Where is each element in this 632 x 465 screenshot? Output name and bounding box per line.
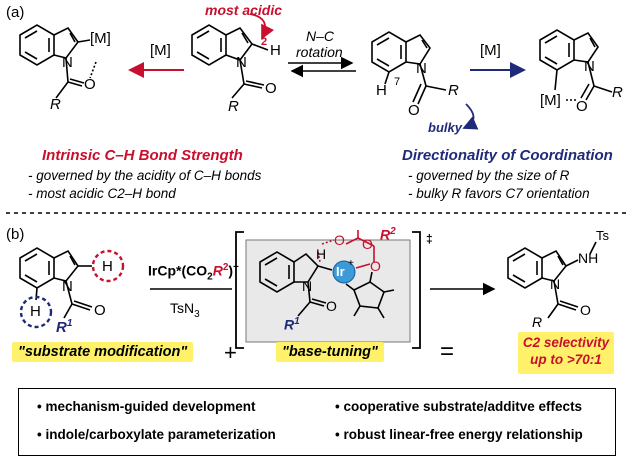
summary-item-1: • mechanism-guided development [37, 399, 256, 414]
substrate-r1: R1 [56, 318, 73, 336]
c2-h-highlight-circle [91, 249, 125, 283]
product-n: N [550, 276, 561, 292]
atom-r-rotated: R [448, 82, 459, 99]
ts-h: H [316, 246, 327, 262]
ts-ir: Ir [336, 264, 345, 279]
panel-b-label: (b) [6, 226, 25, 243]
atom-n-left: N [62, 54, 73, 71]
selectivity-line2: up to >70:1 [530, 352, 602, 367]
panel-a-label: (a) [6, 4, 25, 21]
right-bullet-1: - governed by the size of R [408, 168, 570, 183]
substrate-o: O [94, 302, 106, 319]
atom-m-left: [M] [90, 30, 111, 47]
catalyst-label: IrCp*(CO2R2)+ [148, 262, 239, 283]
plus-sign: + [224, 340, 237, 365]
iridium-center [332, 260, 356, 284]
summary-item-2: • cooperative substrate/additve effects [335, 399, 583, 414]
atom-m-right: [M] [540, 92, 561, 109]
substrate-modification-label: "substrate modification" [12, 342, 194, 362]
rotation-line1: N–C [306, 28, 335, 44]
bulky-arrow [462, 103, 479, 130]
atom-r-right: R [612, 84, 623, 101]
summary-item-3: • indole/carboxylate parameterization [37, 427, 276, 442]
ts-o-carbonyl: O [362, 236, 373, 252]
carboxylate-ligand [321, 230, 375, 269]
substrate-indole [19, 247, 93, 319]
atom-n-right: N [584, 58, 595, 75]
summary-box: • mechanism-guided development • coopera… [18, 388, 616, 456]
product-r: R [532, 314, 543, 330]
ts-indole [259, 251, 333, 317]
atom-n-rotated: N [416, 60, 427, 77]
ts-dagger: ‡ [426, 232, 433, 246]
ts-o-bound: O [370, 258, 381, 274]
left-bullet-2: - most acidic C2–H bond [28, 186, 176, 201]
substrate-h-c2: H [102, 258, 113, 275]
summary-item-4: • robust linear-free energy relationship [335, 427, 583, 442]
atom-o-rotated: O [408, 102, 420, 119]
right-heading: Directionality of Coordination [402, 147, 613, 164]
product-ts: Ts [596, 228, 609, 243]
ts-r2: R2 [380, 226, 396, 243]
atom-r-center: R [228, 98, 239, 115]
substrate-h-c7: H [30, 303, 41, 320]
atom-r-left: R [50, 96, 61, 113]
ts-o-top: O [334, 232, 345, 248]
atom-h-c7: H [376, 82, 387, 99]
bulky-label: bulky [428, 120, 462, 135]
metal-reagent-left: [M] [150, 42, 171, 59]
indole-rotated [371, 31, 447, 105]
atom-n-center: N [236, 54, 247, 71]
equals-sign: = [440, 338, 455, 365]
acidic-pointer-arrow [249, 13, 275, 40]
left-bullet-1: - governed by the acidity of C–H bonds [28, 168, 262, 183]
atom-o-left: O [84, 76, 96, 93]
cp-star-ring [345, 271, 395, 319]
ts-r1: R1 [284, 316, 300, 333]
right-bullet-2: - bulky R favors C7 orientation [408, 186, 590, 201]
position-7-label: 7 [394, 76, 401, 88]
ts-bracket-left [235, 231, 244, 349]
most-acidic-label: most acidic [205, 2, 283, 18]
base-tuning-label: "base-tuning" [276, 342, 384, 362]
ts-ir-charge: + [348, 258, 354, 269]
selectivity-line1: C2 selectivity [522, 335, 610, 350]
indole-c2-metallated [19, 24, 97, 99]
position-2-label: 2 [261, 36, 268, 48]
atom-o-right: O [576, 98, 588, 115]
indole-c7-metallated [539, 29, 613, 101]
rotation-line2: rotation [296, 44, 343, 60]
left-heading: Intrinsic C–H Bond Strength [42, 147, 243, 164]
ts-o-amide: O [326, 298, 337, 314]
product-indole [507, 241, 597, 319]
atom-o-center: O [265, 80, 277, 97]
ts-bracket-right [412, 231, 421, 349]
product-o: O [580, 302, 591, 318]
metal-reagent-right: [M] [480, 42, 501, 59]
selectivity-badge: C2 selectivity up to >70:1 [518, 332, 614, 374]
additive-label: TsN3 [170, 300, 200, 320]
indole-center [191, 24, 269, 99]
ts-n: N [302, 278, 313, 294]
c7-h-highlight-circle [19, 295, 53, 329]
h-bond-dash [317, 251, 321, 263]
substrate-n: N [62, 278, 73, 295]
product-nh: NH [578, 250, 599, 266]
atom-h-c2: H [270, 42, 281, 59]
